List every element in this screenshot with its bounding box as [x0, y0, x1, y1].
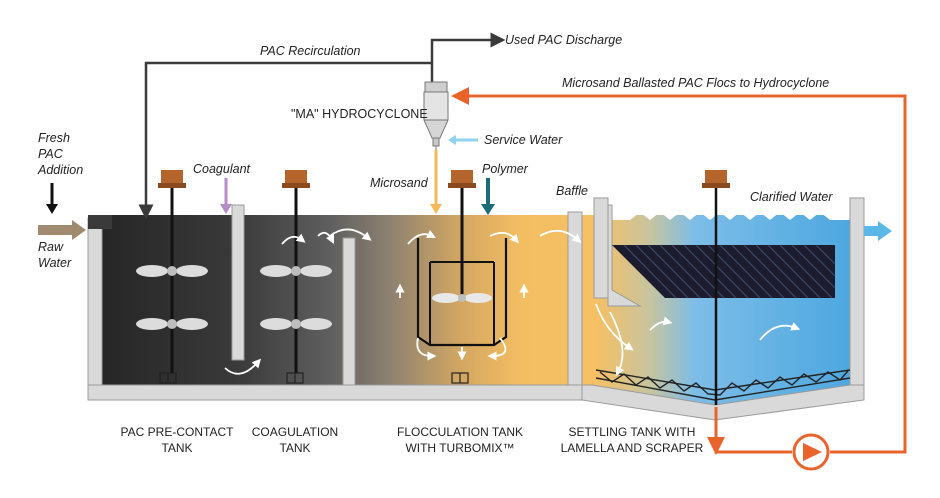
inlet-pipe: [88, 215, 112, 229]
tank-caption-line2: WITH TURBOMIX™: [405, 441, 515, 455]
service-water-arrow: [448, 135, 478, 145]
mixer-flocculation: [416, 170, 508, 347]
raw-water-label-2: Water: [38, 256, 72, 270]
clarified-water-arrow: [864, 221, 892, 241]
liquid-body: [102, 215, 862, 405]
tank-caption-line1: SETTLING TANK WITH: [568, 425, 696, 439]
tank-caption-coagulation: COAGULATION TANK: [240, 424, 350, 456]
raw-water-label-1: Raw: [38, 240, 64, 254]
baffle-label: Baffle: [556, 184, 588, 198]
clarified-water-surface: [612, 212, 850, 220]
baffle-slope: [607, 204, 642, 307]
tank-caption-line1: PAC PRE-CONTACT: [120, 425, 234, 439]
hydrocyclone-label: "MA" HYDROCYCLONE: [291, 107, 428, 121]
pac-recirculation-line: [138, 32, 506, 220]
tank-walls: [87, 197, 865, 421]
tank-caption-line2: TANK: [161, 441, 193, 455]
coagulant-label: Coagulant: [193, 162, 250, 176]
fresh-pac-label-1: Fresh: [38, 131, 70, 145]
raw-water-arrow: [38, 220, 86, 240]
mixer-precontact: [136, 170, 208, 373]
microsand-recirculation-line: [451, 87, 907, 471]
hydrocyclone: [423, 81, 449, 150]
pac-recirculation-label: PAC Recirculation: [260, 44, 361, 58]
fresh-pac-label-3: Addition: [38, 163, 84, 177]
clarified-water-label: Clarified Water: [750, 190, 833, 204]
used-pac-discharge-label: Used PAC Discharge: [505, 33, 623, 47]
microsand-arrow: [430, 150, 442, 214]
mixer-settling: [702, 170, 730, 405]
microsand-ballasted-label: Microsand Ballasted PAC Flocs to Hydrocy…: [562, 76, 830, 90]
tank-caption-line2: LAMELLA AND SCRAPER: [560, 441, 704, 455]
service-water-label: Service Water: [484, 133, 563, 147]
tank-caption-precontact: PAC PRE-CONTACT TANK: [112, 424, 242, 456]
mixer-coagulation: [260, 170, 332, 373]
tank-caption-flocculation: FLOCCULATION TANK WITH TURBOMIX™: [385, 424, 535, 456]
tank-caption-settling: SETTLING TANK WITH LAMELLA AND SCRAPER: [552, 424, 712, 456]
tank-caption-line2: TANK: [279, 441, 311, 455]
fresh-pac-arrow: [46, 183, 58, 214]
microsand-label: Microsand: [370, 176, 428, 190]
tank-caption-line1: FLOCCULATION TANK: [396, 425, 524, 439]
fresh-pac-label-2: PAC: [38, 147, 63, 161]
polymer-label: Polymer: [482, 162, 528, 176]
tank-caption-line1: COAGULATION: [251, 425, 339, 439]
polymer-arrow: [481, 178, 495, 215]
coagulant-arrow: [220, 178, 232, 214]
flow-arrows: [224, 228, 801, 376]
